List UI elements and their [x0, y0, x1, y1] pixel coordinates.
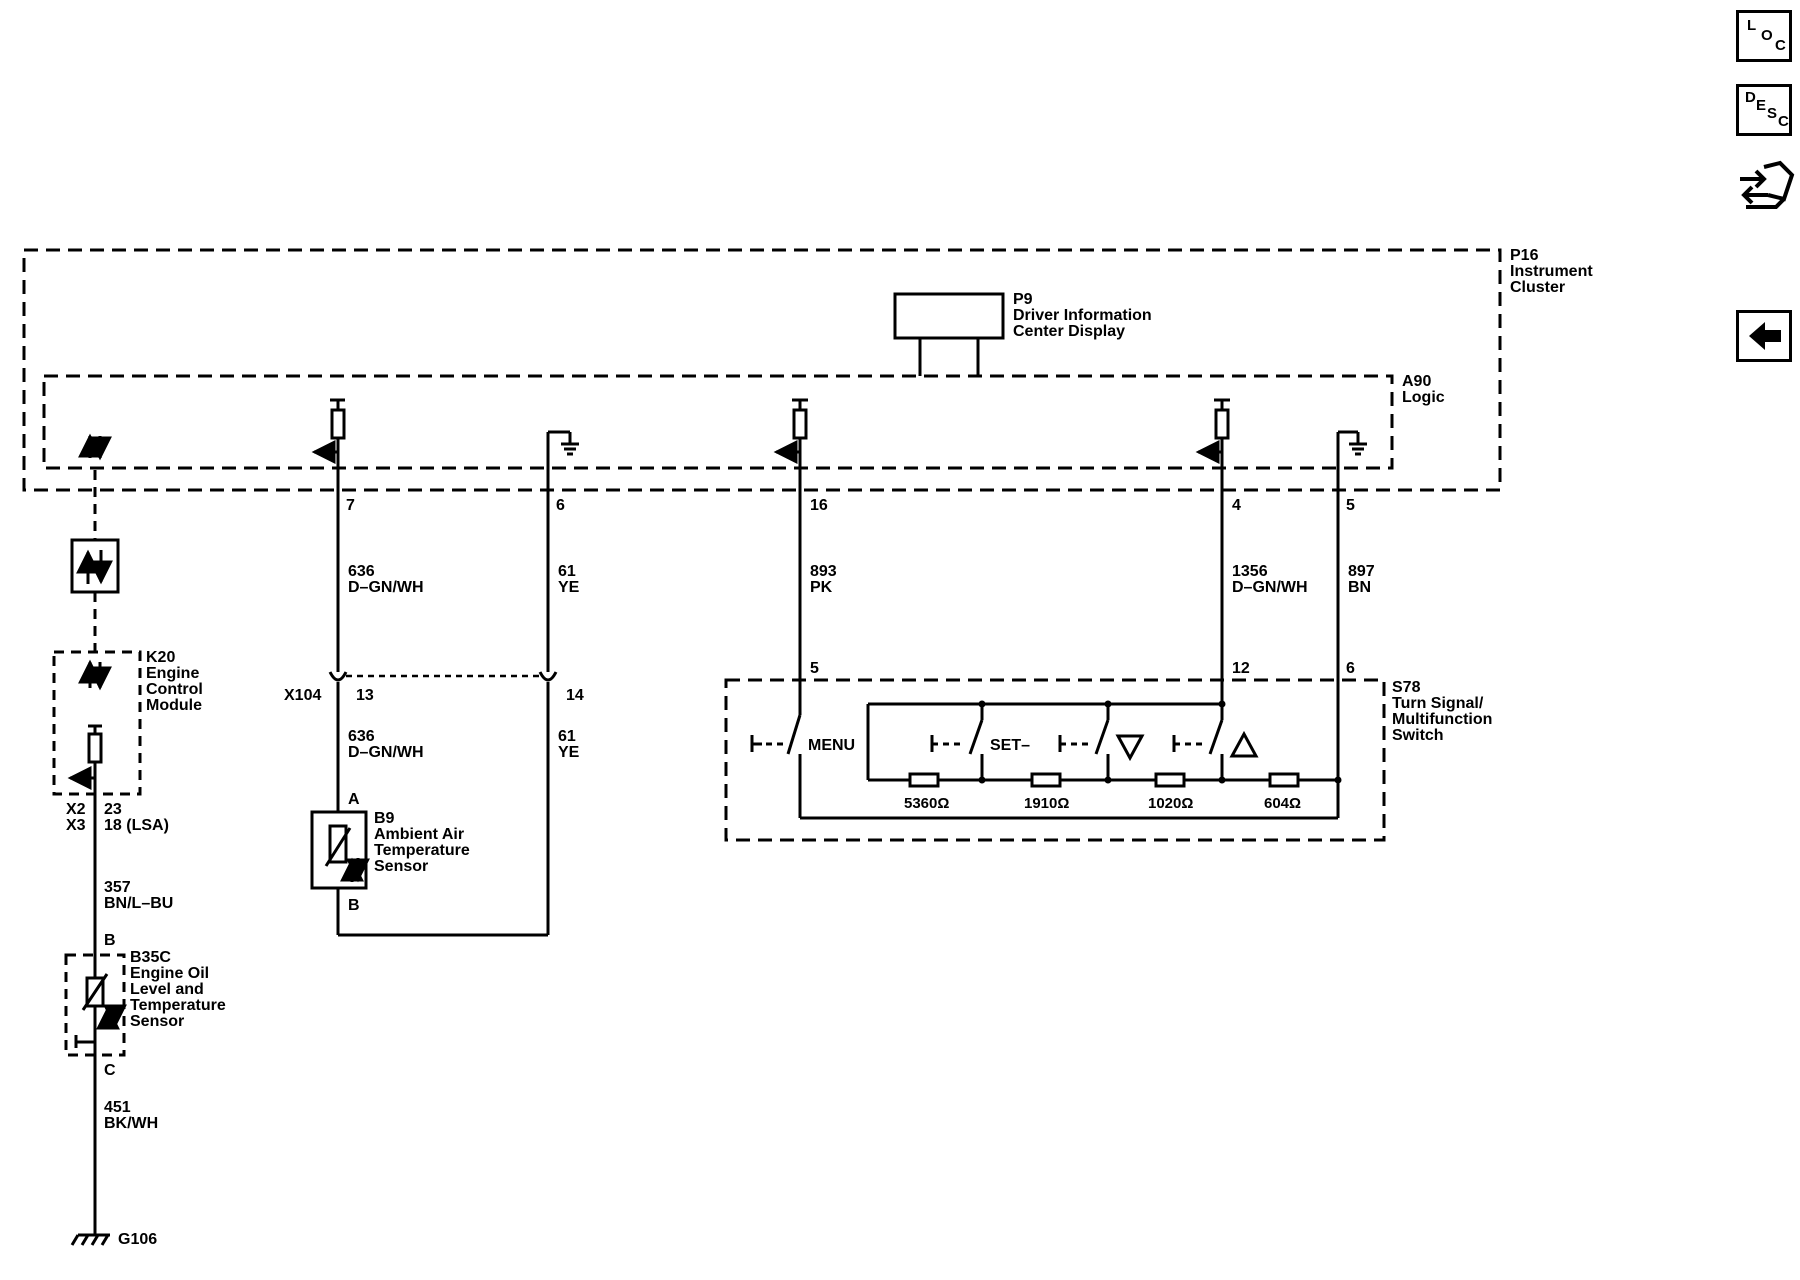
b35c-name-4: Sensor	[130, 1013, 184, 1030]
connector-view-button[interactable]	[1736, 155, 1796, 219]
serial-data-box	[70, 538, 120, 594]
k20-boundary	[52, 650, 142, 796]
circuit-61-bot: 61	[558, 728, 576, 745]
circuit-893: 893	[810, 563, 837, 580]
pin-x104-14: 14	[566, 687, 584, 704]
loc-letter-o: O	[1761, 27, 1773, 44]
k20-id: K20	[146, 649, 175, 666]
down-arrow-icon	[1115, 734, 1145, 762]
pullup-4	[1195, 398, 1230, 464]
p9-name-2: Center Display	[1013, 323, 1125, 340]
pin-b9-b: B	[348, 897, 360, 914]
pin-p16-5: 5	[1346, 497, 1355, 514]
pin-x104-13: 13	[356, 687, 374, 704]
resistor-1-value: 5360Ω	[904, 795, 949, 812]
pin-p16-7: 7	[346, 497, 355, 514]
color-451: BK/WH	[104, 1115, 158, 1132]
back-button[interactable]	[1736, 310, 1792, 362]
p9-id: P9	[1013, 291, 1033, 308]
circuit-636-bot: 636	[348, 728, 375, 745]
s78-id: S78	[1392, 679, 1421, 696]
resistor-3-value: 1020Ω	[1148, 795, 1193, 812]
pin-k20-x3: 18 (LSA)	[104, 817, 169, 834]
connector-x104: X104	[284, 687, 321, 704]
p9-display	[893, 292, 1005, 340]
pin-b35c-c: C	[104, 1062, 116, 1079]
p16-name-1: Instrument	[1510, 263, 1593, 280]
back-arrow-icon	[1749, 322, 1781, 350]
pin-p16-6: 6	[556, 497, 565, 514]
ground-g106	[70, 1215, 110, 1246]
b9-id: B9	[374, 810, 395, 827]
pin-s78-5: 5	[810, 660, 819, 677]
color-1356: D–GN/WH	[1232, 579, 1308, 596]
b35c-name-3: Temperature	[130, 997, 226, 1014]
color-61-top: YE	[558, 579, 580, 596]
desc-letter-d: D	[1745, 89, 1756, 106]
b35c-name-1: Engine Oil	[130, 965, 209, 982]
desc-letter-c: C	[1778, 113, 1789, 130]
circuit-1356: 1356	[1232, 563, 1268, 580]
connector-x2: X2	[66, 801, 86, 818]
b9-name-3: Sensor	[374, 858, 428, 875]
pin-b9-a: A	[348, 791, 360, 808]
pin-p16-4: 4	[1232, 497, 1241, 514]
loc-letter-l: L	[1747, 17, 1757, 34]
desc-letter-s: S	[1767, 105, 1778, 122]
desc-letter-e: E	[1756, 97, 1767, 114]
pullup-16	[773, 398, 808, 464]
pin-s78-6: 6	[1346, 660, 1355, 677]
p16-boundary	[22, 248, 1502, 492]
ground-6	[548, 430, 579, 456]
pin-p16-16: 16	[810, 497, 828, 514]
b9-name-2: Temperature	[374, 842, 470, 859]
resistor-2-value: 1910Ω	[1024, 795, 1069, 812]
s78-name-3: Switch	[1392, 727, 1444, 744]
b35c-id: B35C	[130, 949, 171, 966]
connector-x3: X3	[66, 817, 86, 834]
b9-name-1: Ambient Air	[374, 826, 464, 843]
ground-5	[1338, 430, 1367, 456]
k20-name-2: Control	[146, 681, 203, 698]
color-893: PK	[810, 579, 833, 596]
color-357: BN/L–BU	[104, 895, 173, 912]
circuit-61-top: 61	[558, 563, 576, 580]
s78-name-1: Turn Signal/	[1392, 695, 1484, 712]
s78-boundary	[724, 678, 1386, 842]
menu-switch	[750, 714, 802, 818]
p16-id: P16	[1510, 247, 1539, 264]
menu-label: MENU	[808, 737, 855, 754]
color-636-top: D–GN/WH	[348, 579, 424, 596]
color-61-bot: YE	[558, 744, 580, 761]
k20-name-3: Module	[146, 697, 202, 714]
circuit-636-top: 636	[348, 563, 375, 580]
p9-name-1: Driver Information	[1013, 307, 1152, 324]
pin-k20-x2: 23	[104, 801, 122, 818]
circuit-897: 897	[1348, 563, 1375, 580]
a90-name: Logic	[1402, 389, 1445, 406]
loc-letter-c: C	[1775, 37, 1786, 54]
serial-data-icon-a90	[78, 433, 112, 461]
circuit-451: 451	[104, 1099, 131, 1116]
color-636-bot: D–GN/WH	[348, 744, 424, 761]
p16-name-2: Cluster	[1510, 279, 1565, 296]
up-arrow-icon	[1229, 730, 1259, 758]
desc-button[interactable]: D E S C	[1736, 84, 1792, 136]
color-897: BN	[1348, 579, 1371, 596]
k20-name-1: Engine	[146, 665, 199, 682]
a90-boundary	[42, 374, 1394, 470]
loc-button[interactable]: L O C	[1736, 10, 1792, 62]
connector-hand-icon	[1740, 160, 1795, 209]
s78-name-2: Multifunction	[1392, 711, 1492, 728]
pullup-7	[311, 398, 346, 464]
b35c-name-2: Level and	[130, 981, 204, 998]
pin-b35c-b: B	[104, 932, 116, 949]
ground-label-g106: G106	[118, 1231, 157, 1248]
a90-id: A90	[1402, 373, 1431, 390]
pin-s78-12: 12	[1232, 660, 1250, 677]
circuit-357: 357	[104, 879, 131, 896]
set-label: SET–	[990, 737, 1030, 754]
resistor-4-value: 604Ω	[1264, 795, 1301, 812]
